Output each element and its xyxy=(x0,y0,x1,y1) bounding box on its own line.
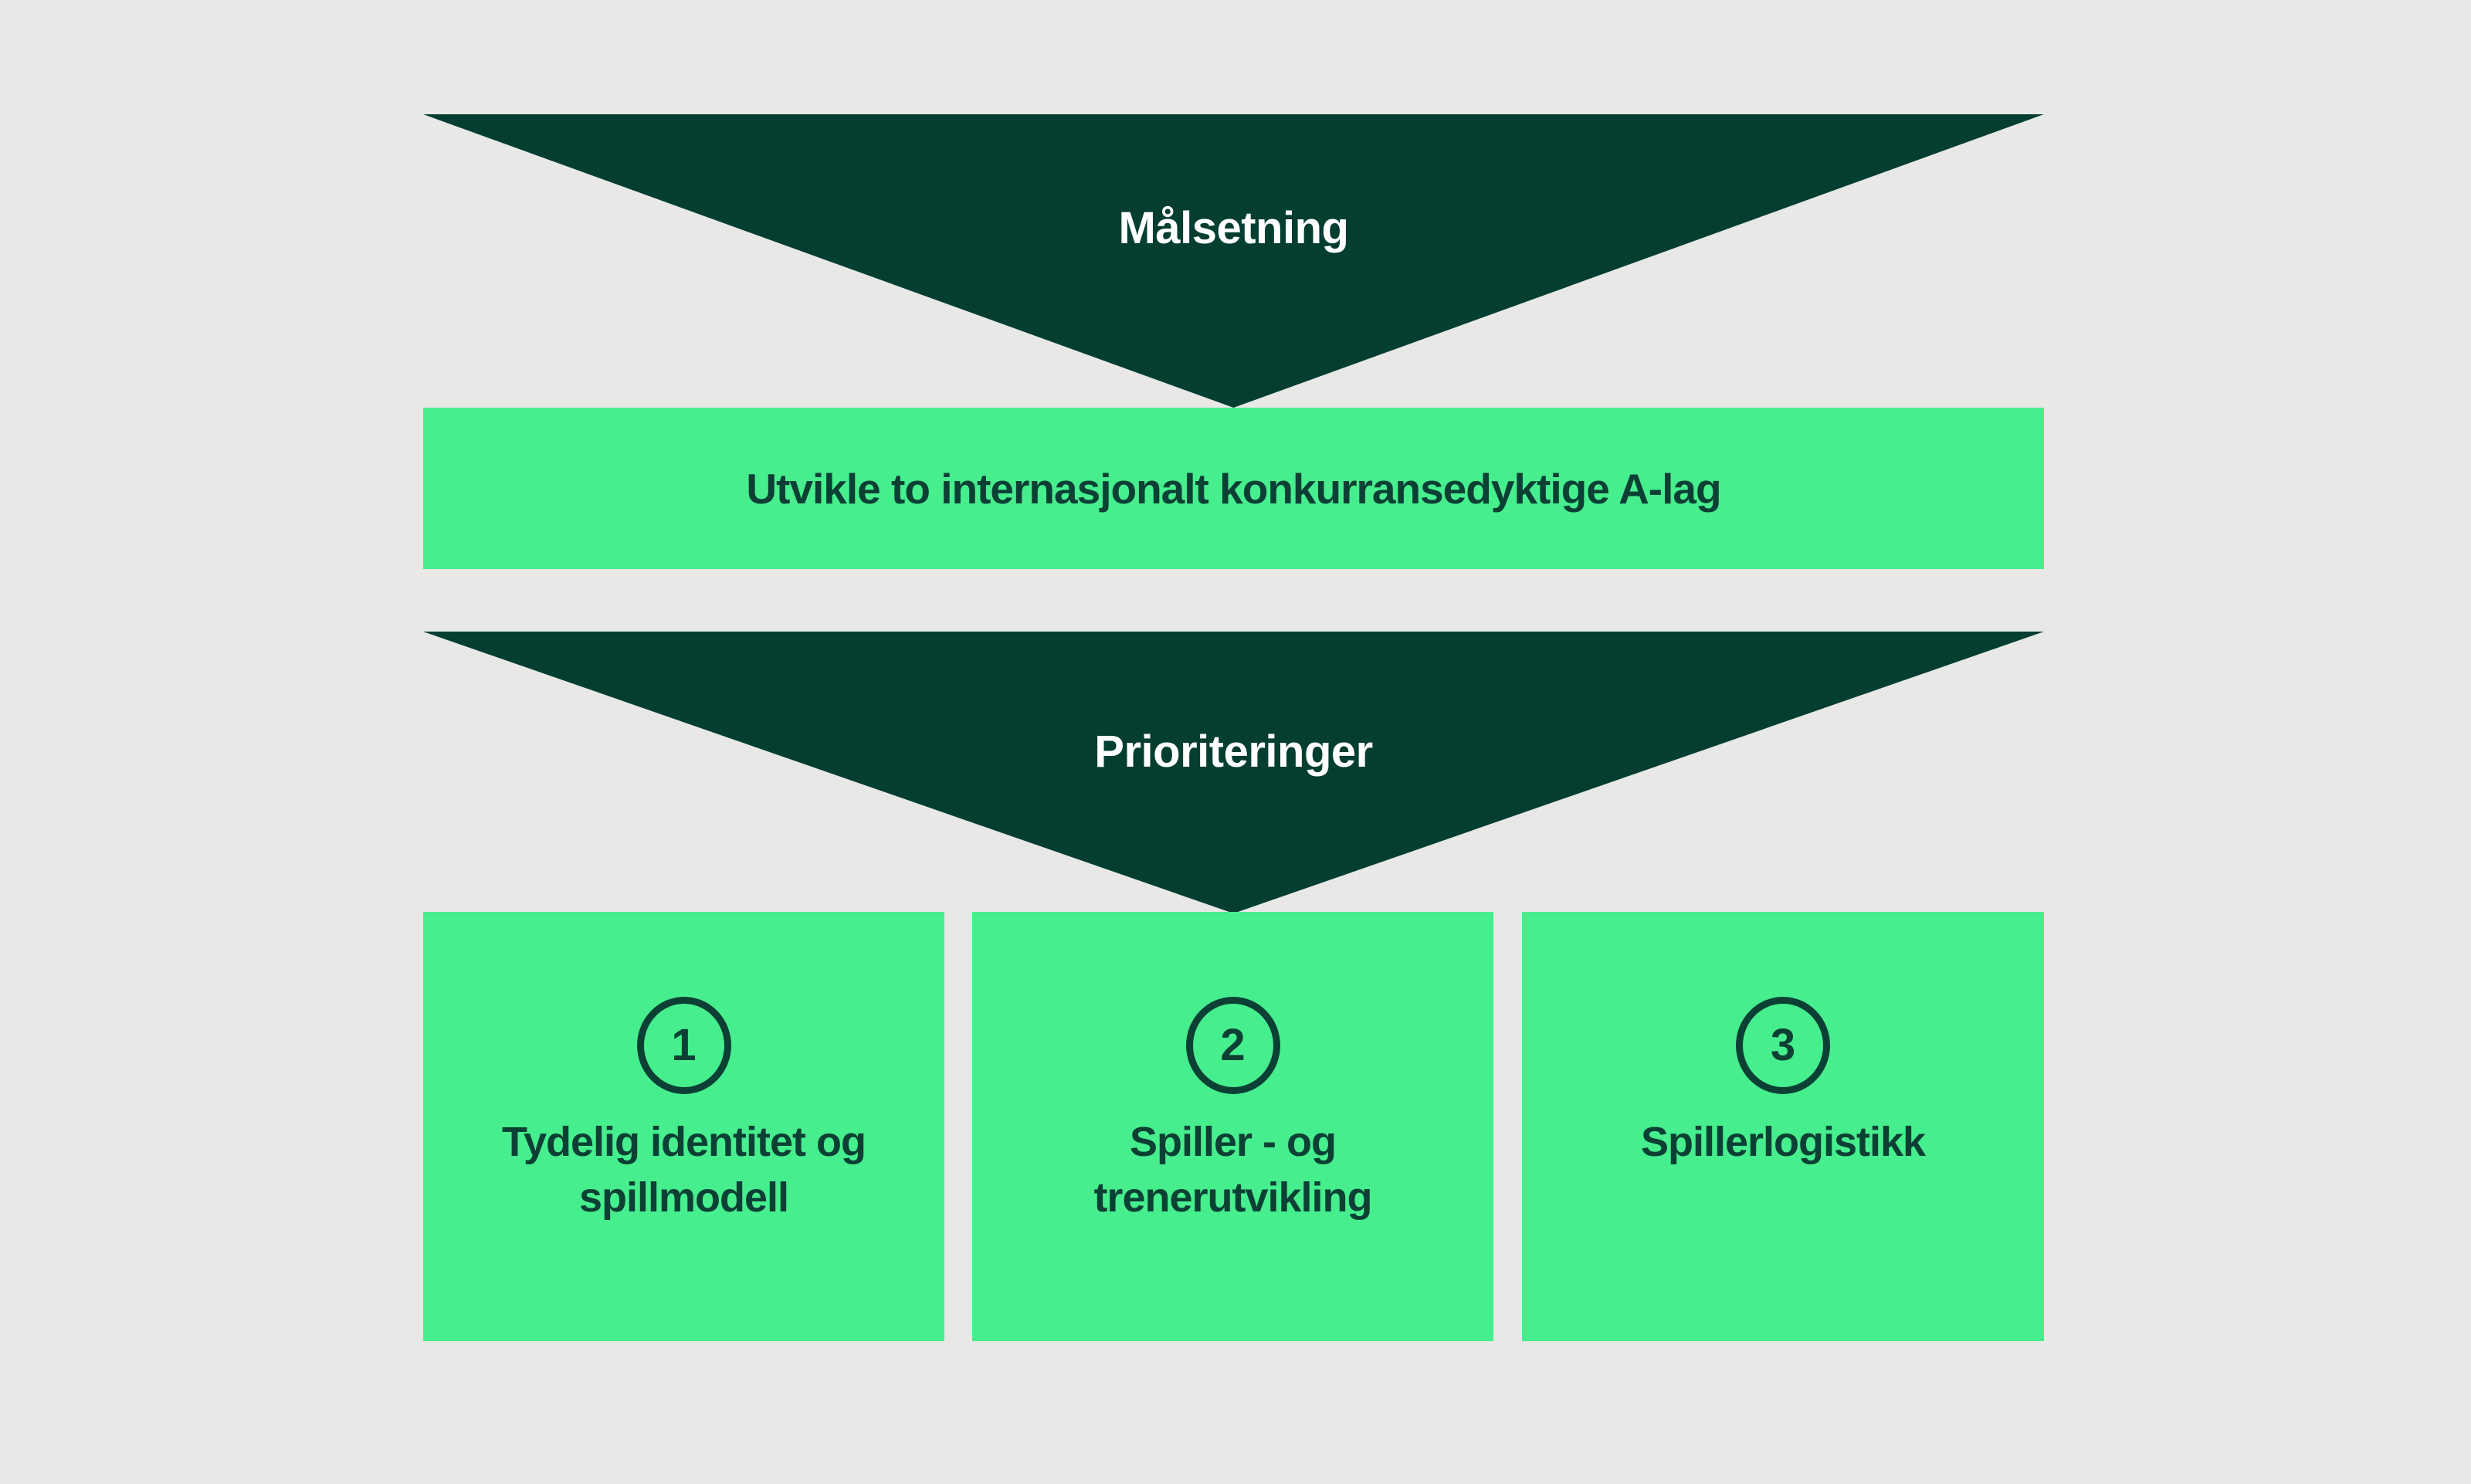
goal-text: Utvikle to internasjonalt konkurransedyk… xyxy=(746,464,1721,513)
priority-1-number-badge: 1 xyxy=(636,997,731,1094)
priority-2-number: 2 xyxy=(1220,1020,1246,1070)
funnel-step2-title: Prioriteringer xyxy=(1094,727,1373,777)
priority-1-label: Tydelig identitet og spillmodell xyxy=(502,1119,866,1221)
priority-3-number-badge: 3 xyxy=(1736,997,1830,1094)
priority-2-number-badge: 2 xyxy=(1185,997,1280,1094)
goal-bar: Utvikle to internasjonalt konkurransedyk… xyxy=(423,408,2044,569)
priority-box-3: 3 Spillerlogistikk xyxy=(1522,912,2044,1341)
priority-2-label: Spiller - og trenerutvikling xyxy=(1093,1119,1372,1221)
funnel-triangle-prioriteringer: Prioriteringer xyxy=(423,632,2044,913)
priority-box-1: 1 Tydelig identitet og spillmodell xyxy=(423,912,944,1341)
funnel-triangle-malsetning: Målsetning xyxy=(423,114,2044,408)
funnel-step1-title: Målsetning xyxy=(1118,203,1349,253)
priority-3-number: 3 xyxy=(1770,1020,1796,1070)
priority-1-number: 1 xyxy=(671,1020,697,1070)
priority-3-label: Spillerlogistikk xyxy=(1640,1119,1926,1165)
priority-box-2: 2 Spiller - og trenerutvikling xyxy=(972,912,1493,1341)
